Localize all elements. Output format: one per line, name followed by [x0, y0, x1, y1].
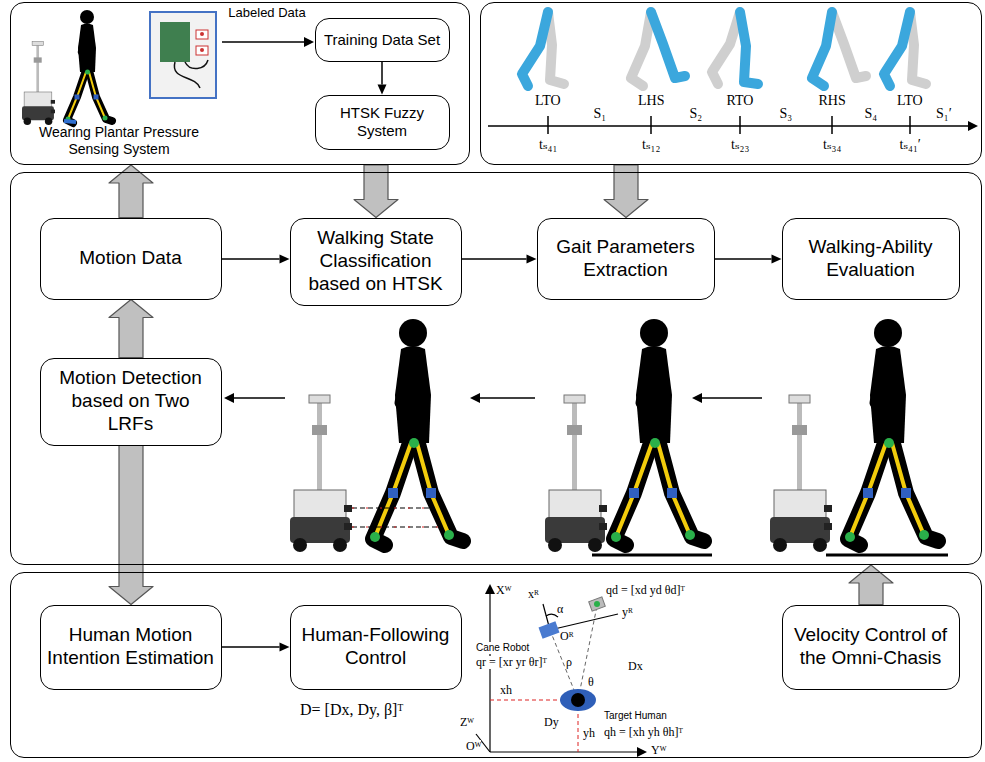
- block-arrow: [109, 300, 153, 358]
- process-box: Velocity Control of the Omni-Chasis: [782, 605, 960, 690]
- annotation-label: yh: [583, 727, 595, 740]
- annotation-label: Oᵂ: [466, 740, 481, 753]
- annotation-label: Target Human: [604, 710, 667, 722]
- annotation-label: Zᵂ: [460, 716, 474, 729]
- annotation-label: LHS: [638, 93, 664, 109]
- annotation-label: xh: [500, 684, 512, 697]
- flow-arrow: [462, 255, 537, 264]
- annotation-label: Oᴿ: [560, 630, 574, 643]
- process-box: Gait Parameters Extraction: [537, 218, 715, 300]
- annotation-label: qd = [xd yd θd]ᵀ: [606, 584, 685, 597]
- panel-frame: Training Data SetHTSK Fuzzy System: [10, 2, 470, 165]
- annotation-label: ρ: [566, 656, 572, 669]
- annotation-label: tₛ₃₄: [823, 137, 841, 153]
- annotation-label: tₛ₄₁′: [900, 137, 921, 153]
- annotation-label: tₛ₄₁: [539, 137, 557, 153]
- annotation-label: S₁′: [936, 106, 952, 122]
- process-box: Walking-Ability Evaluation: [782, 218, 960, 300]
- panel-frame: Motion Data Walking State Classification …: [10, 172, 982, 565]
- box-text: HTSK Fuzzy System: [322, 104, 443, 140]
- annotation-label: tₛ₁₂: [642, 137, 660, 153]
- flow-arrow: [715, 255, 782, 264]
- block-arrow: [849, 565, 893, 605]
- box-text: Human Motion Intention Estimation: [47, 624, 215, 670]
- box-text: Motion Detection based on Two LRFs: [47, 367, 215, 435]
- annotation-label: θ: [588, 676, 594, 689]
- process-box: HTSK Fuzzy System: [315, 95, 450, 150]
- box-text: Gait Parameters Extraction: [544, 236, 708, 282]
- box-text: Walking-Ability Evaluation: [789, 236, 953, 282]
- annotation-label: α: [557, 603, 563, 616]
- annotation-label: yᴿ: [622, 606, 633, 619]
- box-text: Human-Following Control: [297, 624, 455, 670]
- block-arrow: [109, 446, 153, 605]
- process-box: Human Motion Intention Estimation: [40, 605, 222, 690]
- box-text: Training Data Set: [324, 31, 440, 49]
- annotation-label: LTO: [535, 93, 561, 109]
- process-box: Human-Following Control: [290, 605, 462, 690]
- annotation-label: S₂: [690, 106, 703, 122]
- flow-arrow: [222, 255, 290, 264]
- annotation-label: tₛ₂₃: [731, 137, 749, 153]
- annotation-label: S₃: [780, 106, 793, 122]
- box-text: Walking State Classification based on HT…: [297, 227, 455, 295]
- process-box: Walking State Classification based on HT…: [290, 218, 462, 306]
- annotation-label: Cane Robot: [476, 642, 529, 654]
- annotation-label: RTO: [727, 93, 754, 109]
- box-text: Motion Data: [79, 247, 181, 270]
- annotation-label: D= [Dx, Dy, β]ᵀ: [300, 700, 403, 719]
- annotation-label: qr = [xr yr θr]ᵀ: [476, 656, 547, 669]
- annotation-label: LTO: [897, 93, 923, 109]
- annotation-label: Xᵂ: [496, 584, 511, 597]
- annotation-label: qh = [xh yh θh]ᵀ: [604, 726, 683, 739]
- flow-arrow: [222, 643, 290, 652]
- annotation-label: RHS: [819, 93, 846, 109]
- annotation-label: Yᵂ: [651, 744, 666, 757]
- annotation-label: Wearing Plantar Pressure Sensing System: [14, 124, 224, 158]
- process-box: Training Data Set: [315, 18, 450, 62]
- annotation-label: S₁: [594, 106, 607, 122]
- annotation-label: Labeled Data: [228, 6, 306, 21]
- annotation-label: xᴿ: [528, 588, 539, 601]
- flow-arrow: [378, 62, 387, 95]
- process-box: Motion Detection based on Two LRFs: [40, 358, 222, 446]
- process-box: Motion Data: [40, 218, 222, 300]
- annotation-label: Dy: [544, 716, 559, 729]
- box-text: Velocity Control of the Omni-Chasis: [789, 624, 953, 670]
- annotation-label: S₄: [865, 106, 878, 122]
- annotation-label: Dx: [628, 660, 643, 673]
